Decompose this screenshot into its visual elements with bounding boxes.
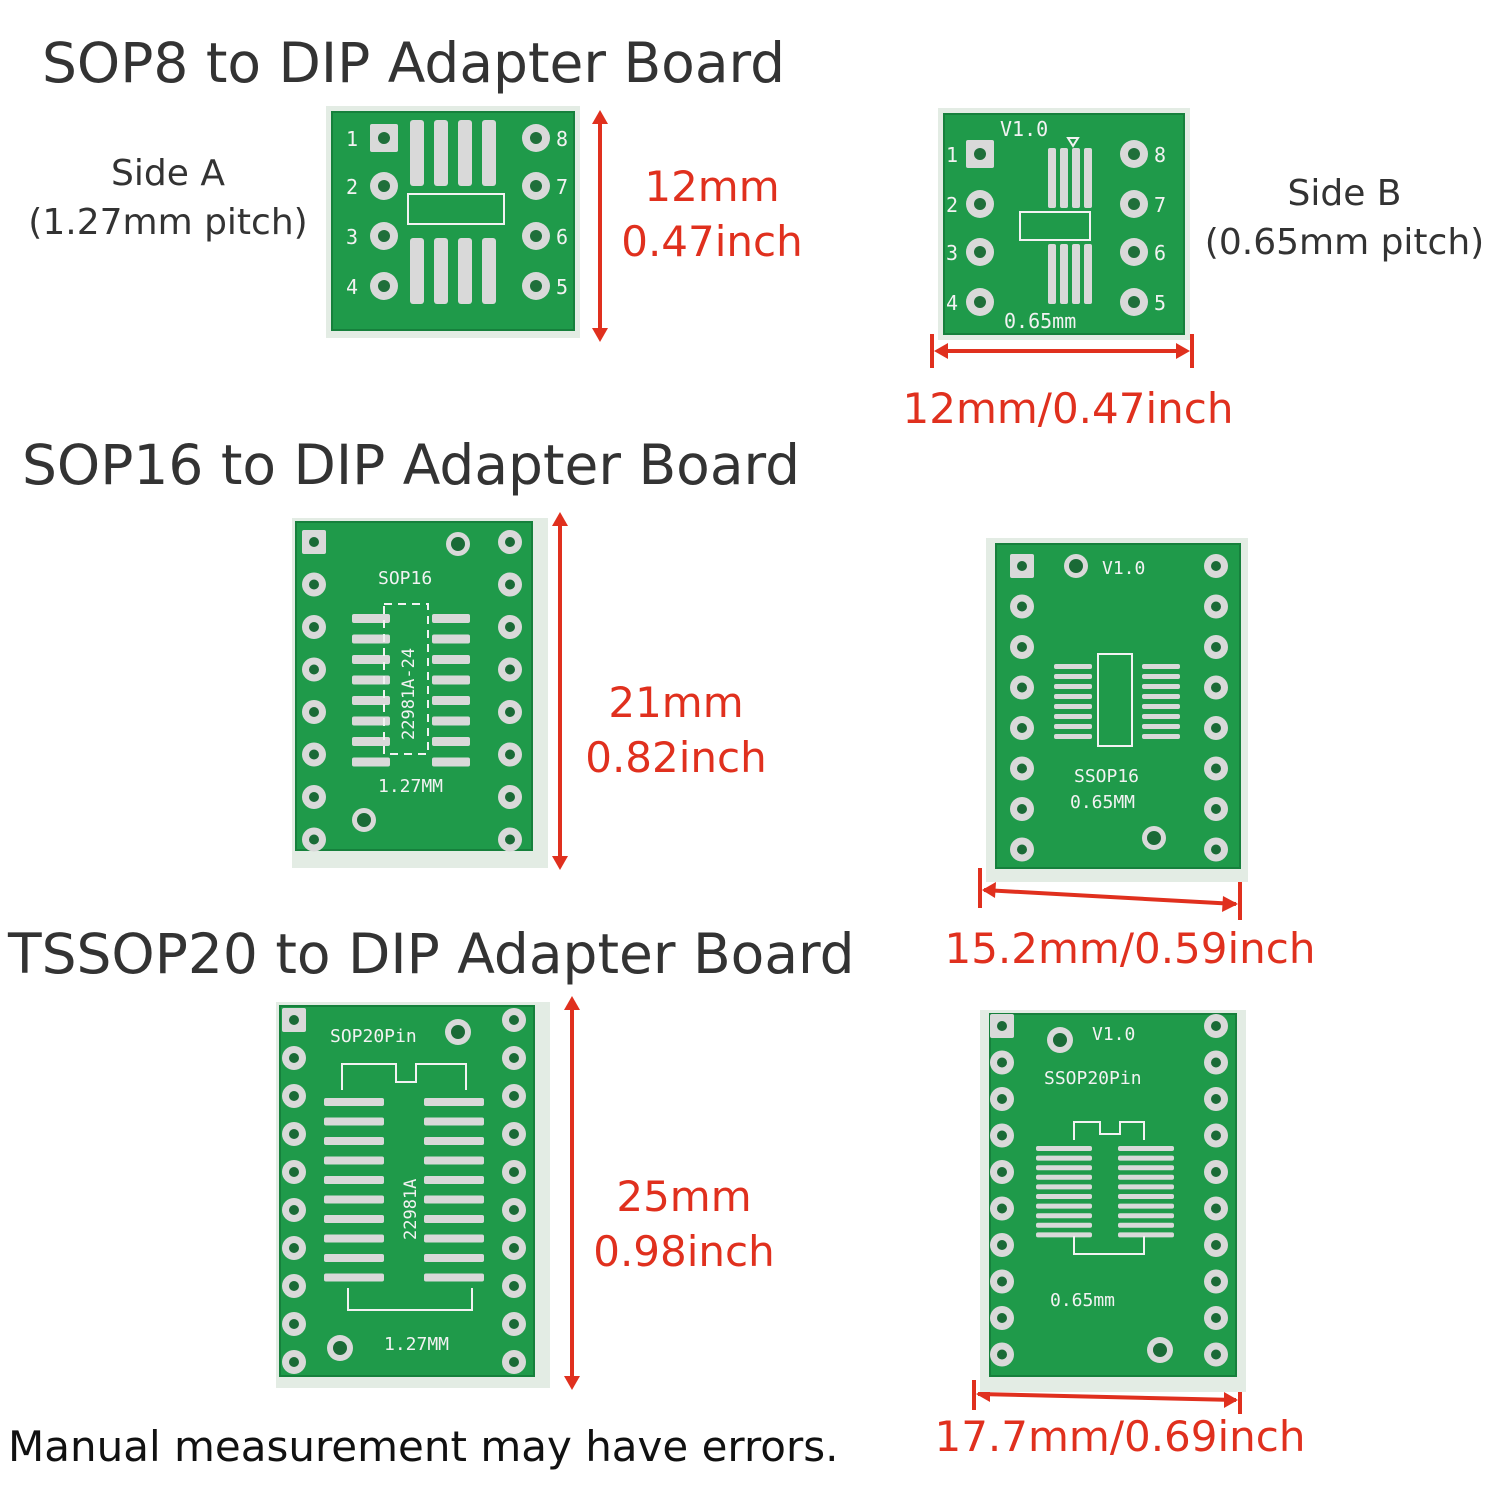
sop16a-name: SOP16: [378, 568, 432, 589]
sop8-height-measure: 12mm 0.47inch: [612, 160, 812, 269]
side-a-label: Side A (1.27mm pitch): [18, 150, 318, 247]
sop8b-pin-6: 6: [1154, 241, 1166, 265]
side-b-name: Side B: [1287, 173, 1402, 214]
sop8-height-arrow: [592, 110, 608, 342]
sop8-board-side-b: V1.0 0.65mm 1 2 3 4 8 7 6 5: [938, 108, 1190, 340]
tssop20b-name: SSOP20Pin: [1044, 1068, 1142, 1089]
sop8a-pin-3: 3: [346, 225, 358, 249]
sop16-height-mm: 21mm: [608, 678, 744, 727]
side-b-label: Side B (0.65mm pitch): [1192, 170, 1497, 267]
sop16-width-measure: 15.2mm/0.59inch: [944, 924, 1316, 973]
sop8b-pin-1: 1: [946, 143, 958, 167]
tssop20-height-arrow: [564, 996, 580, 1390]
tssop20-height-inch: 0.98inch: [593, 1226, 775, 1276]
side-a-pitch: (1.27mm pitch): [28, 201, 308, 243]
sop16-height-measure: 21mm 0.82inch: [576, 676, 776, 785]
tssop20-board-side-b: V1.0 SSOP20Pin 0.65mm: [980, 1010, 1246, 1392]
measurement-disclaimer: Manual measurement may have errors.: [8, 1422, 839, 1471]
sop8-width-measure: 12mm/0.47inch: [902, 384, 1234, 433]
sop8b-pin-8: 8: [1154, 143, 1166, 167]
tssop20-width-measure: 17.7mm/0.69inch: [934, 1412, 1306, 1461]
sop8a-pin-7: 7: [556, 175, 568, 199]
sop16a-code: 22981A-24: [399, 648, 419, 740]
sop16b-pitch-label: 0.65MM: [1070, 792, 1135, 813]
sop8b-pitch-label: 0.65mm: [1004, 309, 1076, 333]
sop8b-pin-7: 7: [1154, 193, 1166, 217]
sop16-width-arrow: [978, 868, 1242, 920]
sop8a-pin-5: 5: [556, 275, 568, 299]
side-b-pitch: (0.65mm pitch): [1204, 221, 1485, 263]
sop8-width-arrow: [930, 334, 1194, 368]
tssop20b-version: V1.0: [1092, 1024, 1135, 1045]
section-title-sop16: SOP16 to DIP Adapter Board: [22, 433, 801, 497]
sop8-height-inch: 0.47inch: [621, 216, 803, 266]
sop8b-pin-2: 2: [946, 193, 958, 217]
tssop20a-name: SOP20Pin: [330, 1026, 417, 1047]
sop16b-version: V1.0: [1102, 558, 1145, 579]
sop8b-pin-5: 5: [1154, 291, 1166, 315]
sop16-height-inch: 0.82inch: [585, 732, 767, 782]
tssop20-board-side-a: SOP20Pin 1.27MM 22981A: [276, 1002, 550, 1388]
sop16b-name: SSOP16: [1074, 766, 1139, 787]
sop8b-pin-4: 4: [946, 291, 958, 315]
tssop20a-code: 22981A: [401, 1179, 421, 1240]
tssop20-height-measure: 25mm 0.98inch: [584, 1170, 784, 1279]
sop8a-pin-4: 4: [346, 275, 358, 299]
sop8-height-mm: 12mm: [644, 162, 780, 211]
section-title-tssop20: TSSOP20 to DIP Adapter Board: [8, 922, 855, 986]
tssop20a-pitch-label: 1.27MM: [384, 1334, 449, 1355]
sop16-board-side-b: V1.0 SSOP16 0.65MM: [986, 538, 1248, 882]
sop16-board-side-a: SOP16 1.27MM 22981A-24: [292, 518, 548, 868]
sop8a-pin-6: 6: [556, 225, 568, 249]
sop8-board-side-a: 1 2 3 4 8 7 6 5: [326, 106, 580, 338]
tssop20-height-mm: 25mm: [616, 1172, 752, 1221]
sop8a-pin-8: 8: [556, 127, 568, 151]
sop8a-pin-2: 2: [346, 175, 358, 199]
sop8a-pin-1: 1: [346, 127, 358, 151]
tssop20b-pitch-label: 0.65mm: [1050, 1290, 1115, 1311]
sop16-height-arrow: [552, 512, 568, 870]
sop8b-version: V1.0: [1000, 117, 1048, 141]
section-title-sop8: SOP8 to DIP Adapter Board: [42, 31, 786, 95]
sop16a-pitch-label: 1.27MM: [378, 776, 443, 797]
side-a-name: Side A: [111, 153, 225, 194]
sop8b-pin-3: 3: [946, 241, 958, 265]
